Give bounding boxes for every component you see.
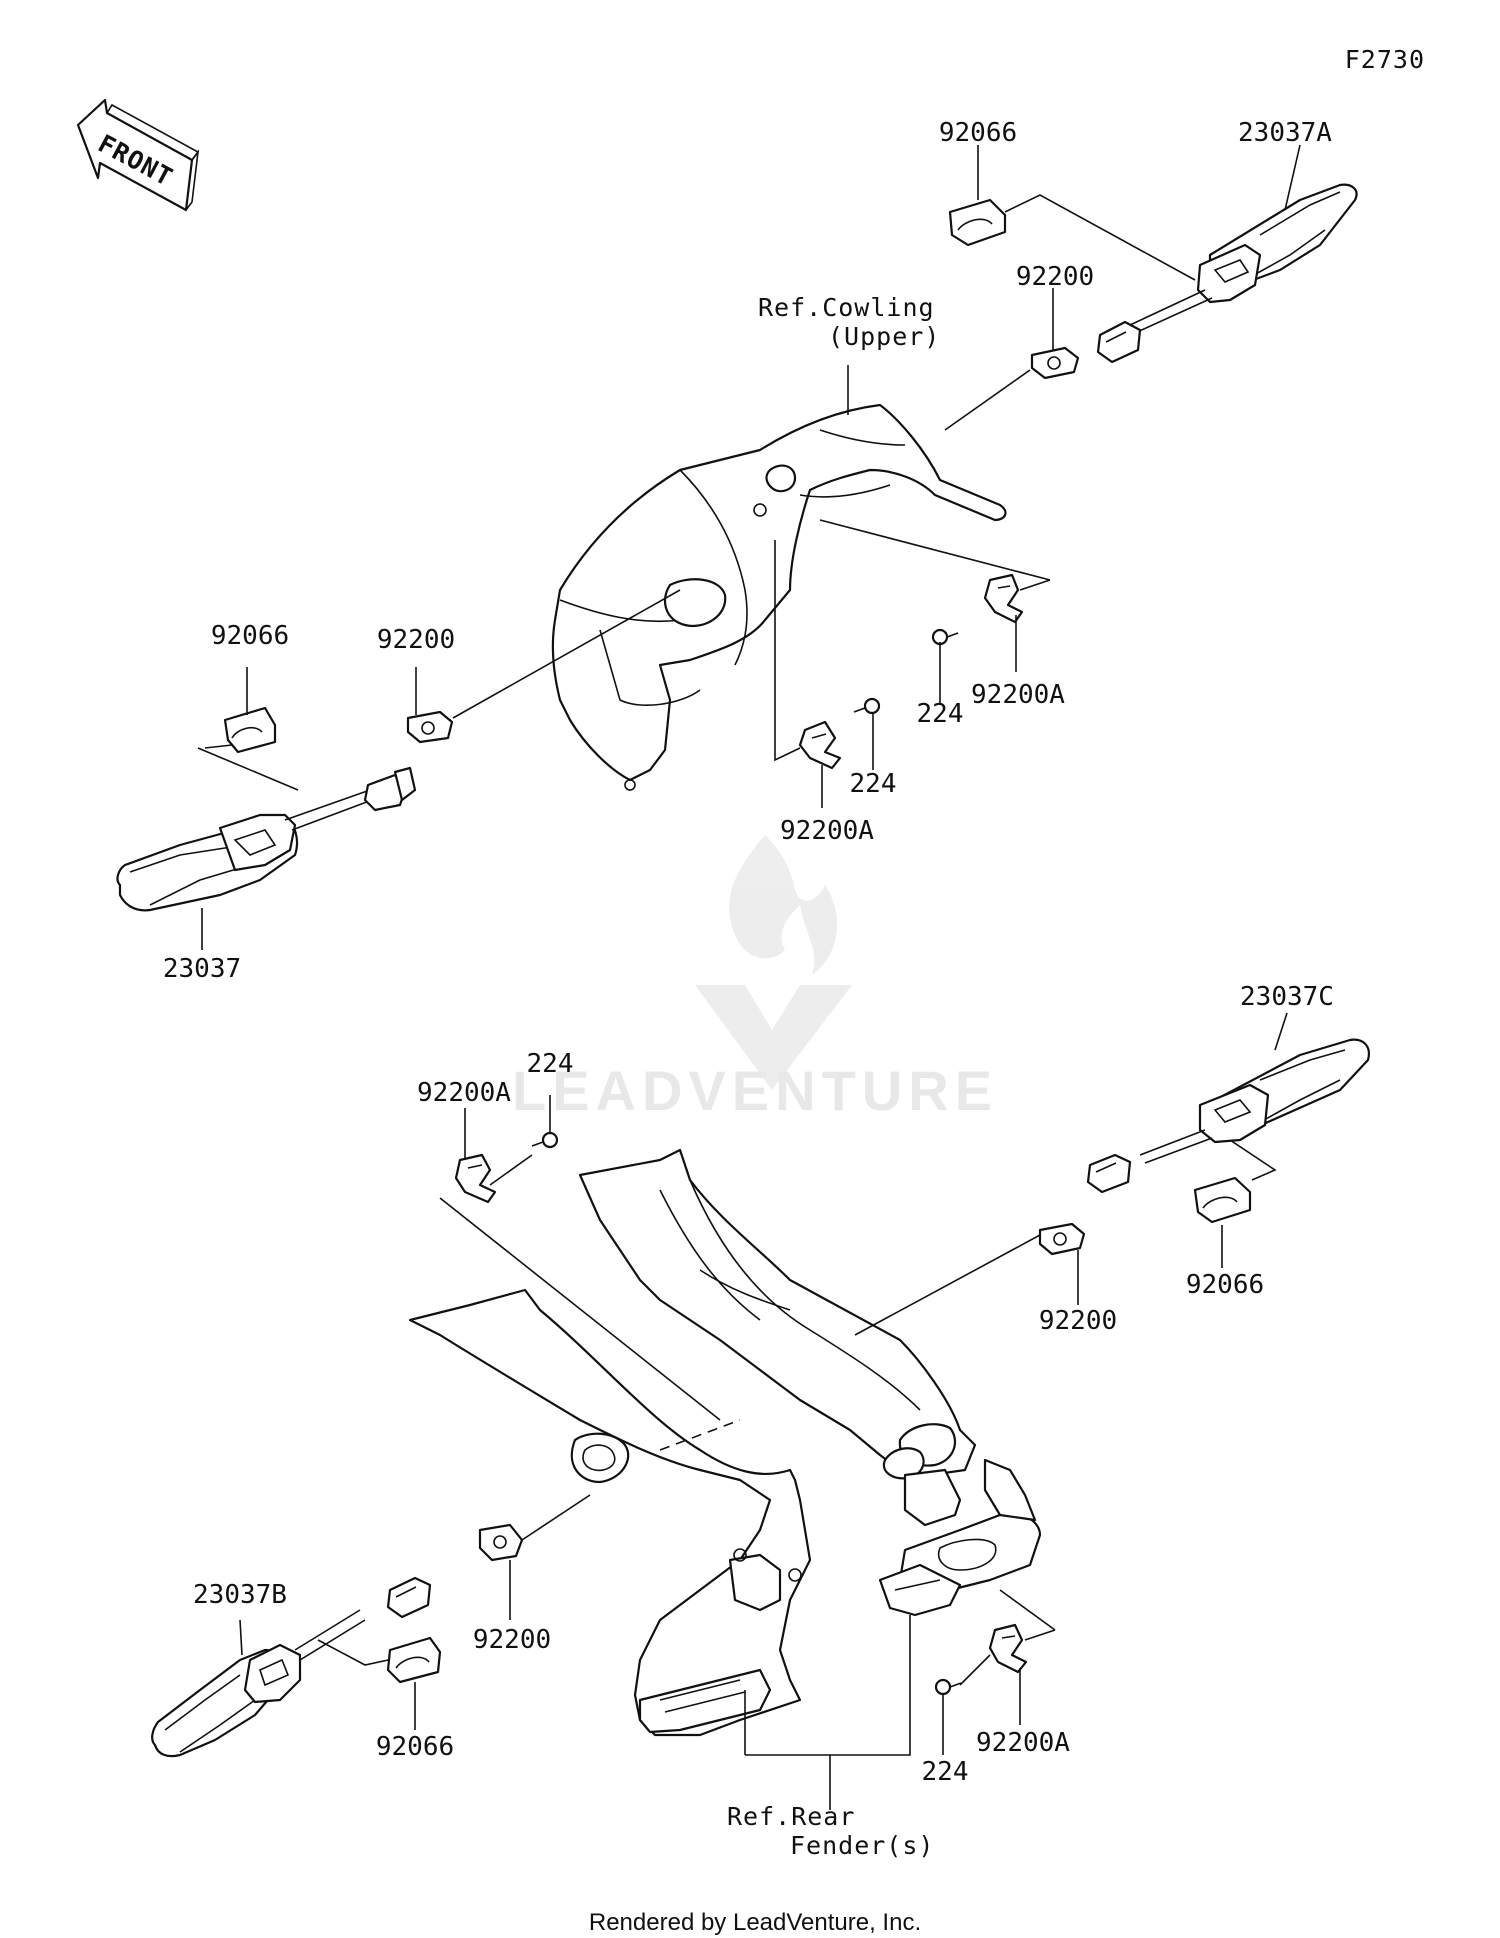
bracket-92200A-upper-center-drawing — [798, 720, 842, 770]
grommet-92200-right-drawing — [1030, 346, 1080, 380]
part-label[interactable]: 92200 — [1016, 262, 1094, 292]
part-number-labels: 92066 23037A 92200 92066 92200 224 92200… — [163, 118, 1334, 1787]
cowling-upper-drawing — [551, 403, 1007, 791]
ref-cowling-line2: (Upper) — [828, 322, 940, 351]
part-label[interactable]: 23037A — [1238, 118, 1332, 148]
turn-signal-23037C-drawing — [1086, 1038, 1370, 1194]
part-label[interactable]: 23037 — [163, 954, 241, 984]
turn-signal-23037-drawing — [116, 766, 417, 912]
watermark-v-icon — [695, 985, 852, 1090]
part-label[interactable]: 224 — [917, 699, 964, 729]
part-label[interactable]: 224 — [922, 1757, 969, 1787]
ref-rear-line1: Ref.Rear — [727, 1802, 855, 1831]
grommet-92200-lower-left-drawing — [478, 1523, 524, 1562]
diagram-code: F2730 — [1345, 45, 1425, 74]
lower-leader-lines — [239, 1012, 1288, 1810]
grommet-92200-lower-right-drawing — [1038, 1222, 1086, 1256]
ref-rear-line2: Fender(s) — [790, 1831, 934, 1860]
part-label[interactable]: 23037B — [193, 1580, 287, 1610]
footer-credit: Rendered by LeadVenture, Inc. — [589, 1909, 921, 1936]
watermark-text: LEADVENTURE — [512, 1059, 998, 1122]
part-label[interactable]: 92200 — [377, 625, 455, 655]
part-label[interactable]: 92200A — [780, 816, 874, 846]
bolt-224-lower-right-drawing — [934, 1678, 962, 1696]
turn-signal-23037A-drawing — [1096, 183, 1358, 364]
bolt-224-lower-left-drawing — [531, 1131, 559, 1149]
watermark-flame-icon — [729, 835, 838, 975]
part-label[interactable]: 92066 — [376, 1732, 454, 1762]
bolt-224-upper-right-drawing — [931, 628, 959, 646]
part-label[interactable]: 224 — [850, 769, 897, 799]
clamp-92066-lower-right-drawing — [1193, 1176, 1252, 1224]
part-label[interactable]: 92200A — [976, 1728, 1070, 1758]
part-label[interactable]: 92066 — [1186, 1270, 1264, 1300]
part-label[interactable]: 23037C — [1240, 982, 1334, 1012]
part-label[interactable]: 224 — [527, 1049, 574, 1079]
part-label[interactable]: 92066 — [939, 118, 1017, 148]
rear-fender-drawing — [408, 1148, 1042, 1737]
turn-signal-23037B-drawing — [151, 1576, 432, 1758]
bracket-92200A-lower-right-drawing — [988, 1623, 1028, 1674]
clamp-92066-lower-left-drawing — [386, 1636, 442, 1684]
front-arrow: FRONT — [76, 98, 200, 212]
part-label[interactable]: 92066 — [211, 621, 289, 651]
watermark: LEADVENTURE — [512, 835, 998, 1122]
ref-cowling-line1: Ref.Cowling — [758, 293, 935, 322]
upper-leader-lines — [197, 144, 1301, 950]
clamp-92066-right-drawing — [948, 198, 1007, 247]
part-label[interactable]: 92200A — [417, 1078, 511, 1108]
part-label[interactable]: 92200 — [1039, 1306, 1117, 1336]
part-label[interactable]: 92200A — [971, 680, 1065, 710]
ref-labels: Ref.Cowling (Upper) Ref.Rear Fender(s) — [727, 293, 940, 1860]
clamp-92066-left-drawing — [223, 706, 277, 754]
grommet-92200-left-drawing — [406, 710, 454, 744]
bracket-92200A-upper-right-drawing — [983, 573, 1024, 624]
bolt-224-upper-center-drawing — [853, 697, 881, 715]
bracket-92200A-lower-left-drawing — [454, 1153, 497, 1204]
part-label[interactable]: 92200 — [473, 1625, 551, 1655]
